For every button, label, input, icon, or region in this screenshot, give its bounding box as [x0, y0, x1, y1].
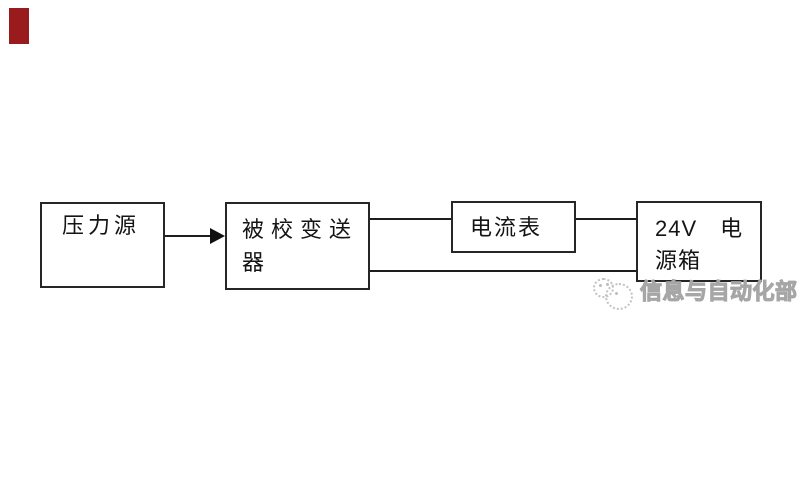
node-pressure-source-label: 压力源: [62, 213, 141, 238]
connector-transmitter-to-power-box-bottom: [370, 270, 636, 272]
node-power-label-line1: 24V 电: [655, 216, 744, 241]
node-transmitter-label-line2: 器: [242, 250, 265, 275]
node-transmitter-label-line1: 被校变送: [242, 217, 359, 242]
watermark-logo-dot: [606, 283, 609, 286]
connector-transmitter-to-ammeter: [370, 218, 451, 220]
watermark-text: 信息与自动化部: [640, 279, 798, 304]
watermark-logo-icon: [605, 283, 633, 310]
node-ammeter: 电流表: [451, 201, 576, 253]
red-square-decoration: [9, 8, 29, 44]
watermark-logo-dot: [599, 284, 602, 287]
node-transmitter-under-calibration: 被校变送 器: [225, 202, 370, 290]
node-power-label-line2: 源箱: [655, 248, 702, 273]
connector-ammeter-to-power-box: [576, 218, 636, 220]
node-ammeter-label: 电流表: [470, 215, 543, 240]
connector-pressure-to-transmitter: [165, 235, 211, 237]
arrowhead-icon: [210, 228, 225, 244]
watermark-logo-dot: [615, 292, 618, 295]
node-power-supply-box: 24V 电 源箱: [636, 201, 762, 282]
node-pressure-source: 压力源: [40, 202, 165, 288]
